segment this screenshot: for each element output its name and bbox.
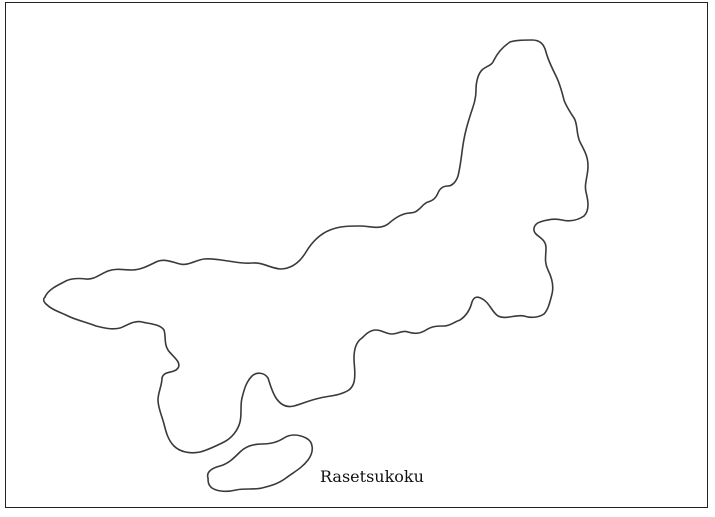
main-island-coastline <box>42 39 589 454</box>
island-label-rasetsukoku: Rasetsukoku <box>320 467 424 486</box>
small-island-coastline <box>206 434 314 493</box>
